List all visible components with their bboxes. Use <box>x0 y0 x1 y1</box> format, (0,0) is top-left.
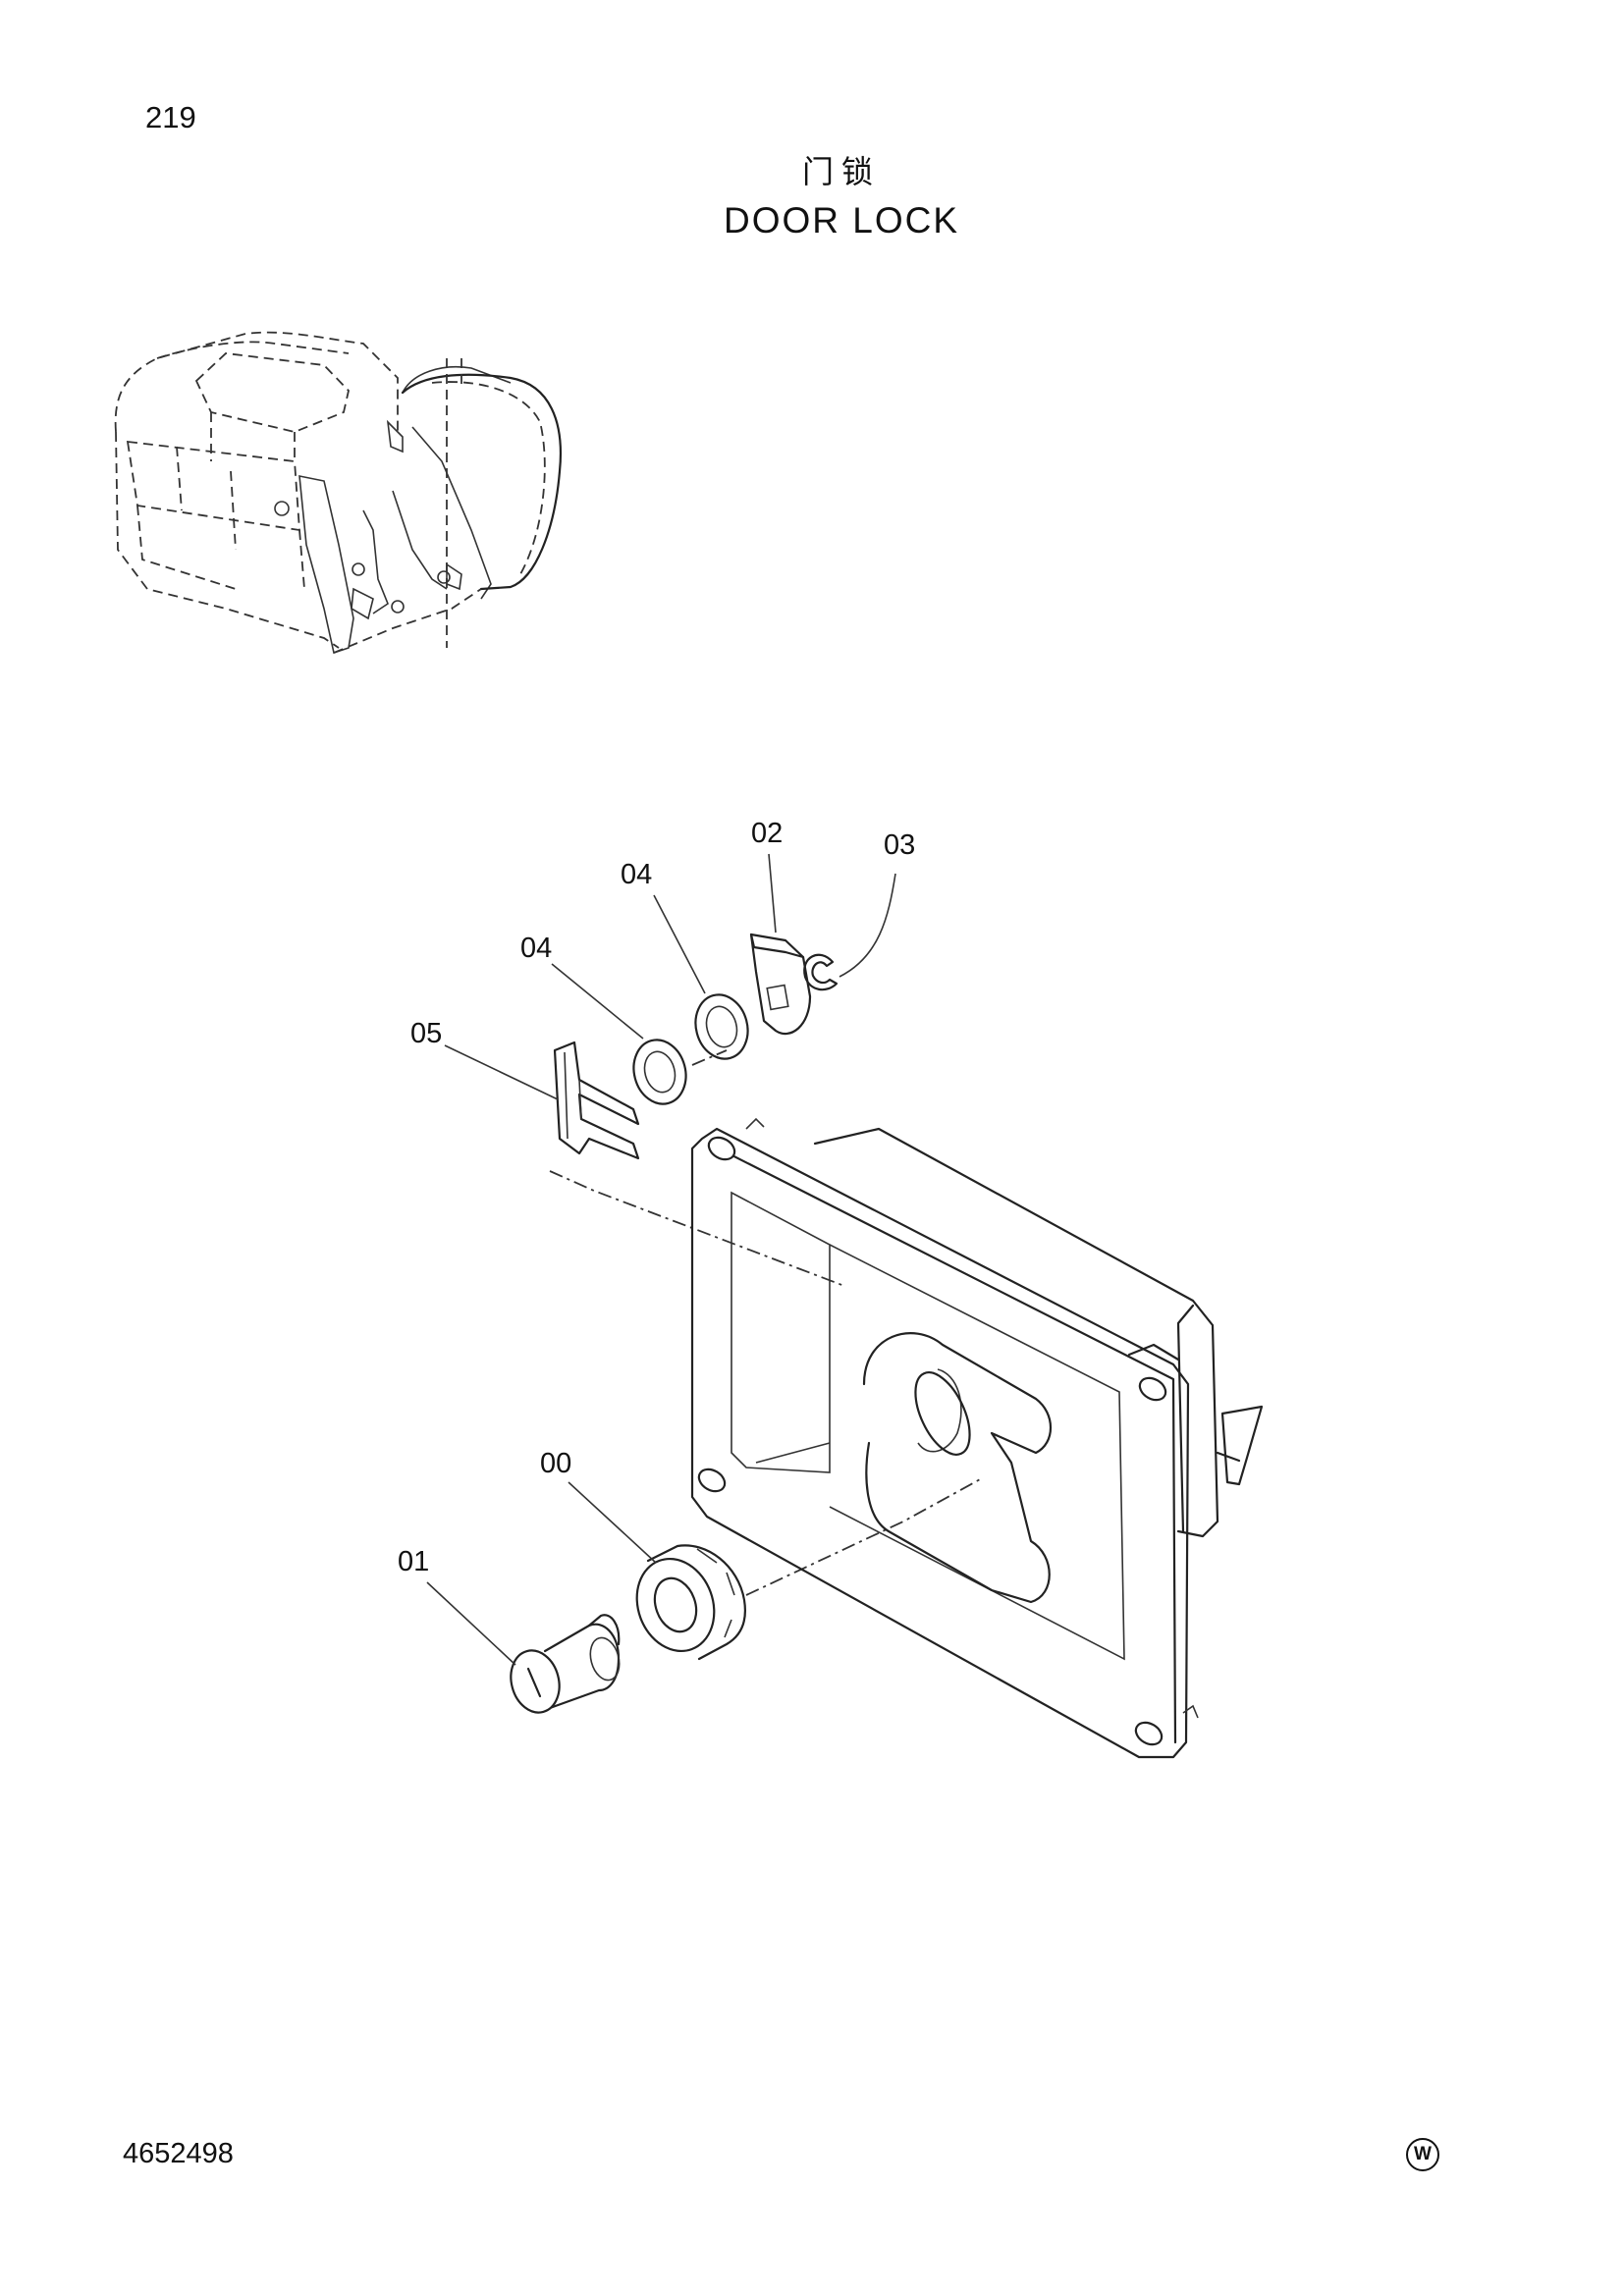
part-01-key-cylinder <box>510 1614 621 1714</box>
assembly-axes <box>549 1049 983 1596</box>
page-number: 219 <box>145 100 196 134</box>
callout-04-front: 04 <box>520 933 552 964</box>
document-number: 4652498 <box>123 2138 234 2169</box>
title-english: DOOR LOCK <box>723 200 960 240</box>
callout-05: 05 <box>410 1018 442 1049</box>
part-00-bushing <box>635 1544 746 1661</box>
part-04-washer-rear <box>694 993 749 1060</box>
callout-leaders <box>426 853 896 1666</box>
title-block: 门锁 DOOR LOCK <box>0 147 1624 241</box>
callout-00: 00 <box>540 1448 571 1479</box>
w-mark: W <box>1406 2138 1439 2171</box>
part-04-washer-front <box>632 1039 687 1105</box>
lock-body-housing <box>690 1117 1264 1759</box>
callout-04-rear: 04 <box>621 859 652 890</box>
part-05-clip <box>553 1041 640 1160</box>
callout-03: 03 <box>884 829 915 861</box>
callout-01: 01 <box>398 1546 429 1577</box>
cab-overview-sketch <box>114 331 562 655</box>
callout-02: 02 <box>751 818 783 849</box>
part-03-retaining-ring <box>803 953 839 991</box>
part-02-cam-plate <box>749 933 812 1036</box>
title-chinese: 门锁 <box>801 153 881 190</box>
